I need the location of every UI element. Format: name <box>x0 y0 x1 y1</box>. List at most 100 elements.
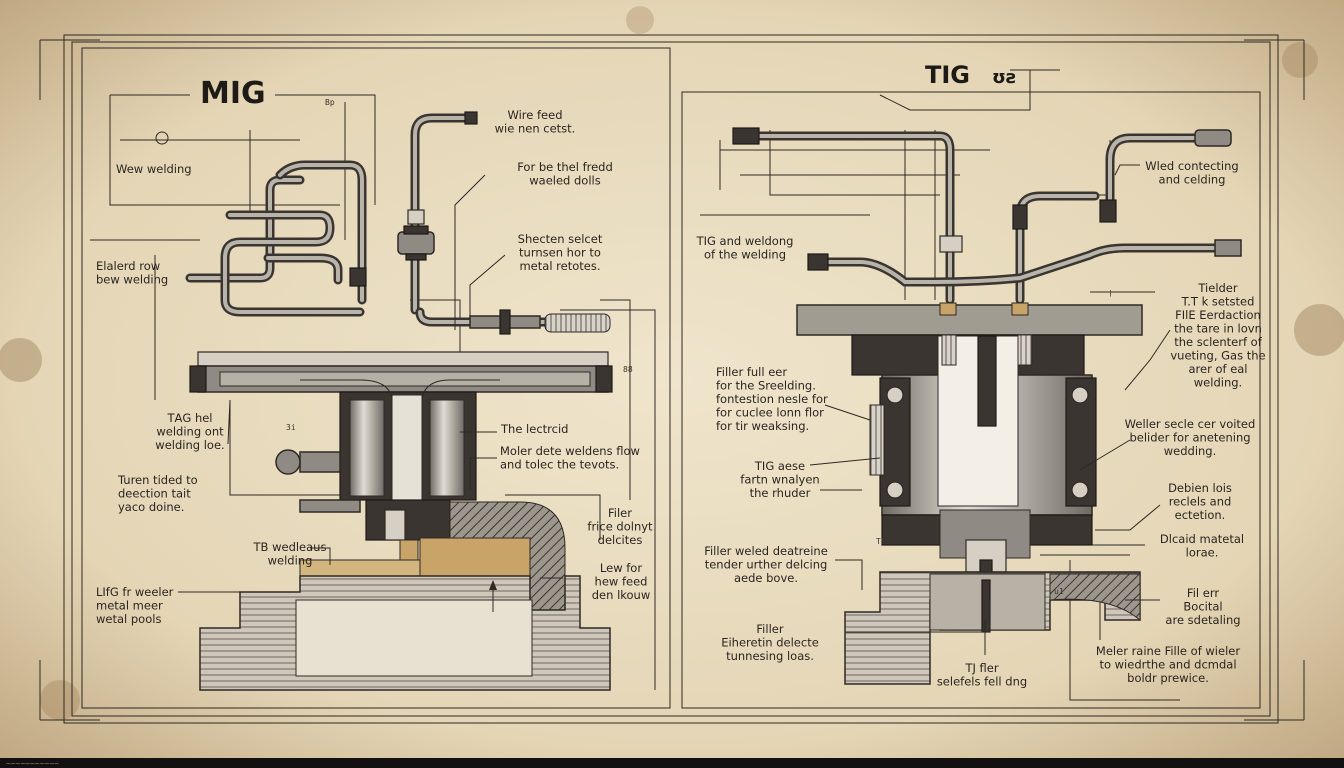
callout-line: Tielder <box>1197 281 1238 295</box>
callout-line: lorae. <box>1186 546 1219 560</box>
callout-line: tender urther delcing <box>705 558 828 572</box>
callout-line: the tare in lovn <box>1174 322 1262 336</box>
mark-bp: Βp <box>325 98 335 107</box>
callout-line: Shecten selcet <box>518 232 603 246</box>
callout-line: and tolec the tevots. <box>500 458 619 472</box>
callout-line: For be thel fredd <box>517 160 613 174</box>
callout-line: fontestion nesle for <box>716 392 828 406</box>
callout-line: deection tait <box>118 487 191 501</box>
callout-line: Debien lois <box>1168 481 1232 495</box>
callout-line: delcites <box>598 533 643 547</box>
tig-panel <box>681 91 1261 709</box>
callout-line: bew welding <box>96 273 168 287</box>
callout-line: Bocital <box>1183 600 1222 614</box>
outer-frame <box>39 34 1305 724</box>
callout-line: Wew welding <box>116 162 192 176</box>
callout-line: Eiheretin delecte <box>721 636 819 650</box>
paper-stains <box>0 6 1344 720</box>
callout-line: for tir weaksing. <box>716 419 809 433</box>
callout-line: TΑG hel <box>166 411 212 425</box>
callout-line: Filer <box>608 506 632 520</box>
callout-the-lectrod: The lectrcid <box>500 422 568 436</box>
callout-line: hew feed <box>595 575 648 589</box>
callout-line: selefels fell dng <box>937 675 1027 689</box>
callout-line: den lkouw <box>592 588 651 602</box>
mark-u1: u1 <box>1054 587 1064 596</box>
callout-line: Wire feed <box>507 108 562 122</box>
callout-line: The lectrcid <box>500 422 568 436</box>
callout-line: arer of eal <box>1188 362 1247 376</box>
callout-line: metal meer <box>96 599 163 613</box>
callout-line: boldr prewice. <box>1127 671 1209 685</box>
callout-line: belider for anetening <box>1129 431 1250 445</box>
callout-line: metal retotes. <box>519 259 600 273</box>
callout-wew-welding: Wew welding <box>116 162 192 176</box>
callout-line: LIfG fr weeler <box>96 585 174 599</box>
callout-line: TJ fler <box>964 661 998 675</box>
callout-line: reclels and <box>1169 495 1232 509</box>
mig-panel <box>81 47 671 709</box>
mig-diagram <box>90 94 656 691</box>
callout-line: waeled dolls <box>529 174 600 188</box>
callout-line: welding loe. <box>155 438 224 452</box>
tig-title: TIG <box>925 61 970 89</box>
callout-line: aede bove. <box>734 571 798 585</box>
callout-line: wetal pools <box>96 612 161 626</box>
callout-line: and celding <box>1159 173 1226 187</box>
small-marks: Βp 3i 88 TB † u1 <box>286 98 1113 596</box>
callout-line: Lew for <box>600 561 642 575</box>
callout-line: Moler dete weldens flow <box>500 444 640 458</box>
tig-title-suffix: ʊƨ <box>992 67 1017 88</box>
callout-line: Filler full eer <box>716 365 787 379</box>
callout-line: Weller secle cer voited <box>1125 417 1256 431</box>
callout-line: of the welding <box>704 248 786 262</box>
callout-line: to wiedrthe and dcmdal <box>1099 658 1236 672</box>
callout-line: turnsen hor to <box>519 246 601 260</box>
callout-line: Filler <box>756 622 783 636</box>
callout-line: are sdetaling <box>1165 613 1240 627</box>
callout-line: ectetion. <box>1175 508 1226 522</box>
mark-dagger: † <box>1108 289 1113 298</box>
callout-line: tunnesing loas. <box>726 649 814 663</box>
callout-line: for cuclee lonn flor <box>716 406 824 420</box>
callout-line: TB wedleaus <box>253 540 327 554</box>
callout-line: vueting, Gas the <box>1170 349 1265 363</box>
callout-line: welding <box>268 554 313 568</box>
callout-line: welding. <box>1194 376 1242 390</box>
callout-line: frice dolnyt <box>587 520 653 534</box>
callout-line: Elalerd row <box>96 259 160 273</box>
callout-line: the sclenterf of <box>1174 335 1262 349</box>
callout-line: wedding. <box>1164 444 1217 458</box>
mark-tb: TB <box>876 537 886 546</box>
bottom-strip <box>0 758 1344 768</box>
callout-line: yaco doine. <box>118 500 184 514</box>
callout-line: T.T k setsted <box>1181 295 1255 309</box>
callout-line: Dlcaid matetal <box>1160 532 1244 546</box>
mark-88: 88 <box>623 365 633 374</box>
tig-diagram <box>700 69 1242 701</box>
callout-line: Filler weled deatreine <box>704 544 828 558</box>
callout-line: for the Sreelding. <box>716 379 816 393</box>
mig-title: MIG <box>200 76 266 111</box>
